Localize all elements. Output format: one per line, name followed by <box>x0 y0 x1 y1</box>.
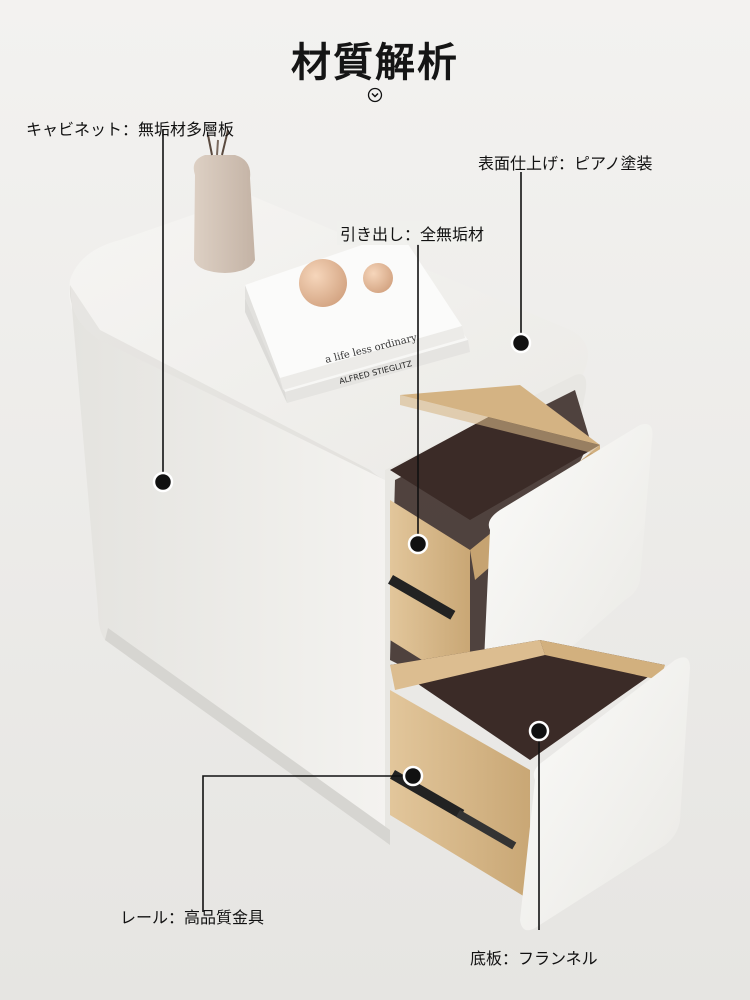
sphere-small <box>363 263 393 293</box>
vase <box>193 129 255 273</box>
label-bottom: 底板：フランネル <box>470 949 598 968</box>
label-cabinet: キャビネット：無垢材多層板 <box>26 120 235 139</box>
marker-bottom <box>528 720 550 742</box>
lower-drawer <box>390 640 690 931</box>
markers <box>152 332 550 787</box>
marker-surface <box>510 332 532 354</box>
chevron-down-circle-icon <box>367 87 383 103</box>
marker-cabinet <box>152 471 174 493</box>
marker-drawer <box>407 533 429 555</box>
sphere-large <box>299 259 347 307</box>
label-surface: 表面仕上げ：ピアノ塗装 <box>478 154 653 173</box>
label-drawer: 引き出し：全無垢材 <box>337 221 488 245</box>
marker-rail <box>402 765 424 787</box>
leader-lines <box>162 130 540 930</box>
page-title: 材質解析 <box>291 40 459 86</box>
label-rail: レール：高品質金具 <box>120 908 265 927</box>
